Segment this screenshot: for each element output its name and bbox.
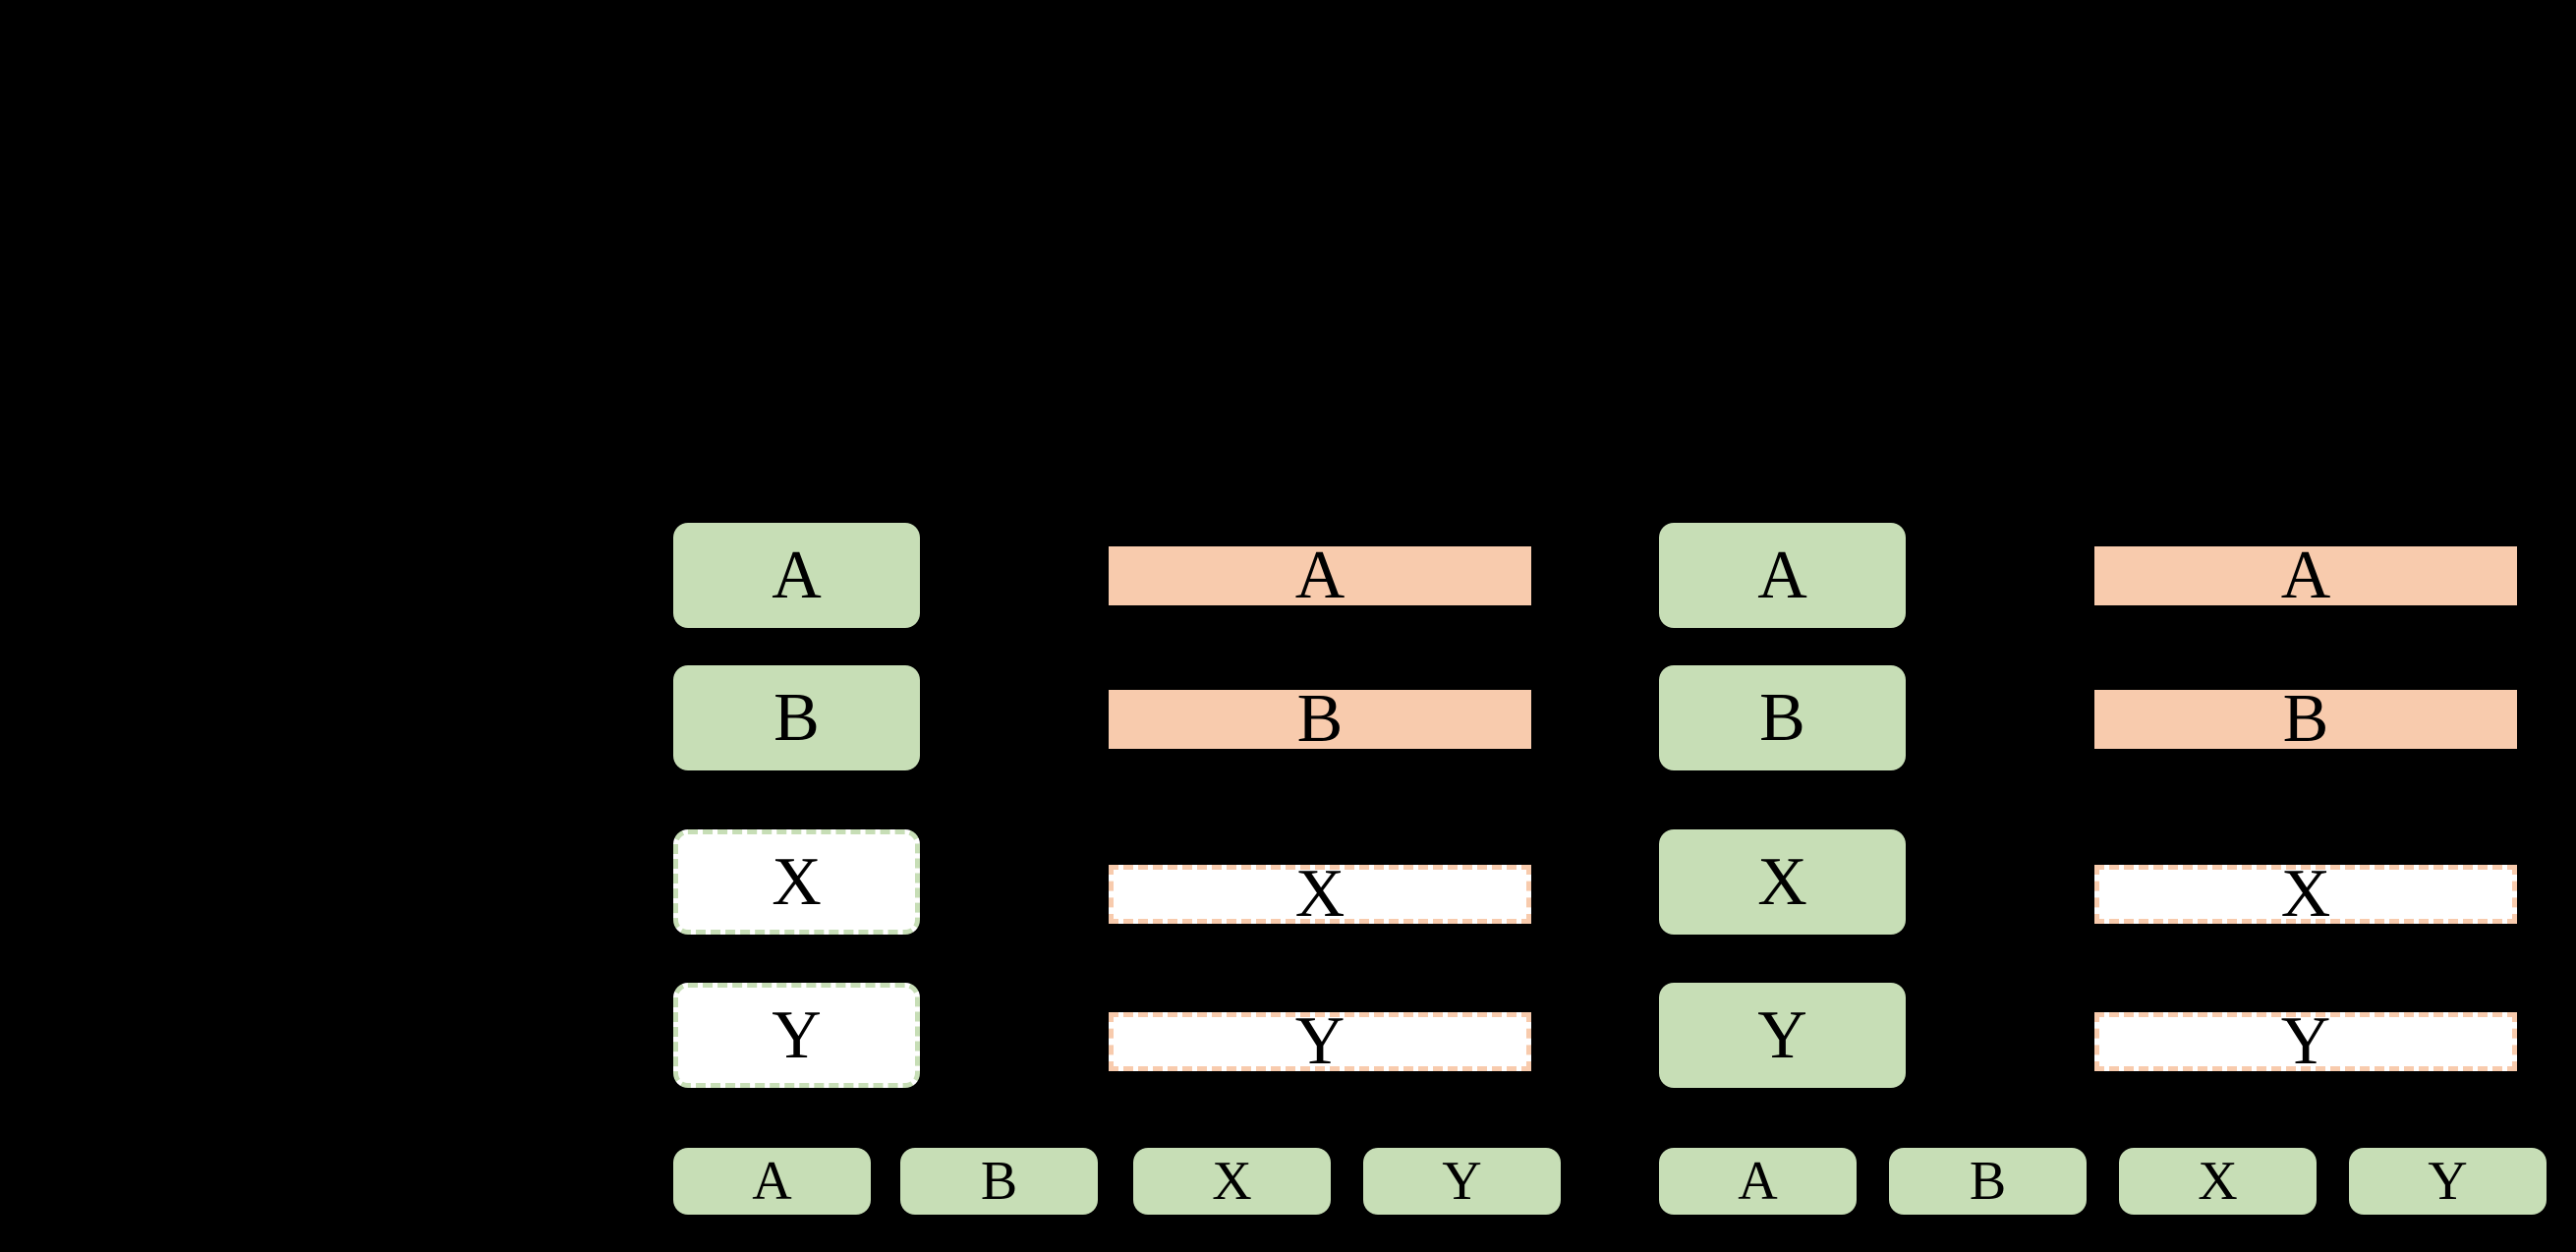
box-bottom-right-B: B: [1889, 1148, 2087, 1215]
box-col2-Y: Y: [1109, 1007, 1531, 1076]
box-label-col2-Y: Y: [1294, 1003, 1345, 1079]
box-label-col4-B: B: [2282, 681, 2329, 757]
box-col2-X: X: [1109, 860, 1531, 929]
box-col1-A: A: [673, 523, 920, 628]
box-label-bottom-right-B: B: [1969, 1151, 2007, 1212]
box-label-col4-X: X: [2280, 856, 2331, 932]
box-col4-B: B: [2094, 685, 2517, 754]
box-bottom-left-Y: Y: [1363, 1148, 1561, 1215]
box-col3-B: B: [1659, 665, 1906, 770]
box-label-col1-X: X: [772, 843, 822, 920]
box-col1-B: B: [673, 665, 920, 770]
box-bottom-left-X: X: [1133, 1148, 1331, 1215]
box-label-col3-Y: Y: [1757, 996, 1807, 1073]
box-col4-A: A: [2094, 541, 2517, 610]
box-label-col2-A: A: [1294, 538, 1345, 613]
box-label-col2-B: B: [1296, 681, 1344, 757]
box-label-bottom-left-B: B: [980, 1151, 1018, 1212]
box-label-col3-X: X: [1757, 843, 1807, 920]
box-label-bottom-left-A: A: [752, 1151, 792, 1212]
box-label-bottom-right-A: A: [1738, 1151, 1778, 1212]
box-bottom-left-B: B: [900, 1148, 1098, 1215]
box-label-col4-A: A: [2280, 538, 2331, 613]
box-col4-X: X: [2094, 860, 2517, 929]
box-bottom-right-Y: Y: [2349, 1148, 2547, 1215]
box-bottom-right-X: X: [2119, 1148, 2317, 1215]
box-label-col3-A: A: [1757, 537, 1807, 613]
box-col1-X: X: [673, 829, 920, 935]
box-label-col3-B: B: [1759, 679, 1805, 756]
box-col3-Y: Y: [1659, 983, 1906, 1088]
box-col3-A: A: [1659, 523, 1906, 628]
box-label-col1-B: B: [773, 679, 820, 756]
box-label-col1-A: A: [772, 537, 822, 613]
box-col3-X: X: [1659, 829, 1906, 935]
box-bottom-right-A: A: [1659, 1148, 1857, 1215]
box-label-bottom-left-Y: Y: [1442, 1151, 1482, 1212]
box-label-col4-Y: Y: [2280, 1003, 2331, 1079]
box-label-col2-X: X: [1294, 856, 1345, 932]
box-col1-Y: Y: [673, 983, 920, 1088]
box-bottom-left-A: A: [673, 1148, 871, 1215]
box-label-bottom-left-X: X: [1212, 1151, 1252, 1212]
box-label-col1-Y: Y: [772, 996, 822, 1073]
box-label-bottom-right-Y: Y: [2428, 1151, 2468, 1212]
box-col2-A: A: [1109, 541, 1531, 610]
box-col4-Y: Y: [2094, 1007, 2517, 1076]
box-col2-B: B: [1109, 685, 1531, 754]
box-label-bottom-right-X: X: [2198, 1151, 2238, 1212]
